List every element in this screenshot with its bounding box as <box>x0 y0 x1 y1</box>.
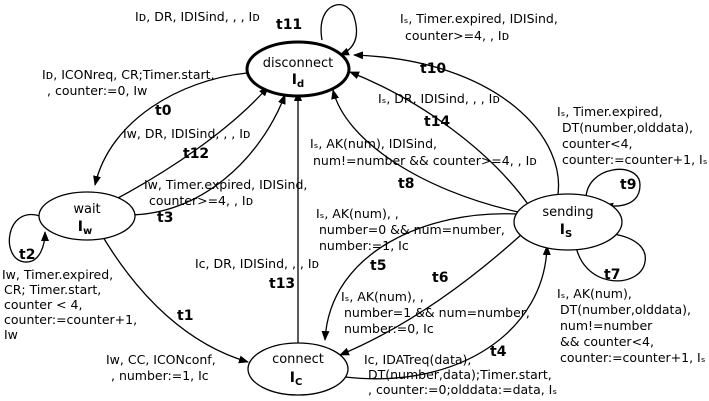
t4-label: Iᴄ, IDATreq(data),DT(number,data);Timer.… <box>364 352 557 397</box>
t7-label-line: DT(number,olddata), <box>560 302 691 317</box>
t7-label-line: num!=number <box>560 318 653 333</box>
t14-label-line: Iₛ, DR, IDISind, , , Iᴅ <box>378 91 500 106</box>
edge-t6 <box>339 233 523 356</box>
t7-label-line: Iₛ, AK(num), <box>557 286 632 301</box>
t9-label: Iₛ, Timer.expired,DT(number,olddata),cou… <box>557 104 707 167</box>
t2-label-line: counter:=counter+1, <box>4 312 137 327</box>
state-name: disconnect <box>263 56 333 71</box>
state-symbol: IC <box>290 370 303 388</box>
t9-label-line: DT(number,olddata), <box>562 120 693 135</box>
t10-id: t10 <box>420 61 446 77</box>
t8-label-line: Iₛ, AK(num), IDISind, <box>310 136 437 151</box>
t11-label: Iᴅ, DR, IDISind, , , Iᴅ <box>135 9 260 24</box>
t4-label-line: DT(number,data);Timer.start, <box>368 367 552 382</box>
t1-label-line: Iᴡ, CC, ICONconf, <box>106 352 216 367</box>
t6-label: Iₛ, AK(num), ,number=1 && num=number,num… <box>341 289 530 336</box>
edge-t9 <box>585 168 641 211</box>
edge-t4 <box>344 245 551 380</box>
t0-id: t0 <box>155 103 172 119</box>
t0-label-line: Iᴅ, ICONreq, CR;Timer.start, <box>42 67 215 82</box>
t8-id: t8 <box>398 176 414 192</box>
edge-t0 <box>93 72 248 186</box>
t12-label-line: Iᴡ, DR, IDISind, , , Iᴅ <box>123 126 250 141</box>
t2-label: Iᴡ, Timer.expired,CR; Timer.start,counte… <box>2 267 137 342</box>
t2-label-line: counter < 4, <box>4 297 82 312</box>
state-name: sending <box>542 205 593 220</box>
t14-id: t14 <box>424 114 450 130</box>
t4-id: t4 <box>490 344 507 360</box>
t9-id: t9 <box>620 177 636 193</box>
edge-t12 <box>117 86 269 199</box>
state-disconnect: disconnect Id <box>245 40 351 98</box>
t12-id: t12 <box>183 146 209 162</box>
t8-label: Iₛ, AK(num), IDISind, num!=number && coun… <box>310 136 537 168</box>
t6-label-line: number=1 && num=number, <box>344 305 530 320</box>
t5-label-line: number=0 && num=number, <box>319 222 505 237</box>
t3-label: Iᴡ, Timer.expired, IDISind,counter>=4, ,… <box>144 177 307 208</box>
t0-label: Iᴅ, ICONreq, CR;Timer.start,, counter:=0… <box>42 67 215 98</box>
t2-label-line: Iᴡ <box>4 327 18 342</box>
t7-label-line: counter:=counter+1, Iₛ <box>560 350 705 365</box>
t1-label: Iᴡ, CC, ICONconf,, number:=1, Iᴄ <box>106 352 216 383</box>
state-name: connect <box>272 352 324 367</box>
edge-t3 <box>127 94 286 216</box>
t11-label-line: Iᴅ, DR, IDISind, , , Iᴅ <box>135 9 260 24</box>
state-symbol: IS <box>560 222 572 240</box>
t3-id: t3 <box>157 210 173 226</box>
state-connect: connect IC <box>247 342 349 396</box>
t10-label-line: counter>=4, , Iᴅ <box>405 28 509 43</box>
t9-label-line: counter<4, <box>562 136 633 151</box>
t7-label-line: && counter<4, <box>560 334 654 349</box>
edge-t14 <box>349 71 531 208</box>
t2-label-line: CR; Timer.start, <box>4 282 101 297</box>
t12-label: Iᴡ, DR, IDISind, , , Iᴅ <box>123 126 250 141</box>
transition-ids: t11 t10 t14 t8 t0 t12 t3 t2 t1 t13 t5 t6… <box>19 17 636 360</box>
t4-label-line: Iᴄ, IDATreq(data), <box>364 352 471 367</box>
transition-labels: Iᴅ, DR, IDISind, , , Iᴅ Iₛ, Timer.expire… <box>2 9 707 397</box>
state-sending: sending IS <box>513 193 623 251</box>
t9-label-line: Iₛ, Timer.expired, <box>557 104 663 119</box>
state-symbol: Iw <box>78 219 92 237</box>
t13-label-line: Iᴄ, DR, IDISind, , , Iᴅ <box>195 256 319 271</box>
t7-label: Iₛ, AK(num),DT(number,olddata),num!=numb… <box>557 286 705 365</box>
edge-t2 <box>8 213 49 263</box>
t9-label-line: counter:=counter+1, Iₛ <box>562 152 707 167</box>
t6-label-line: number:=0, Iᴄ <box>344 321 434 336</box>
state-name: wait <box>73 202 100 217</box>
t3-label-line: counter>=4, , Iᴅ <box>149 193 253 208</box>
t14-label: Iₛ, DR, IDISind, , , Iᴅ <box>378 91 500 106</box>
t5-id: t5 <box>370 258 386 274</box>
edge-t11 <box>320 4 358 56</box>
edge-t7 <box>574 229 646 282</box>
t6-label-line: Iₛ, AK(num), , <box>341 289 424 304</box>
t8-label-line: num!=number && counter>=4, , Iᴅ <box>313 153 537 168</box>
state-symbol: Id <box>292 72 304 90</box>
t1-id: t1 <box>177 308 193 324</box>
t0-label-line: , counter:=0, Iᴡ <box>47 83 147 98</box>
state-wait: wait Iw <box>38 191 136 241</box>
t5-label-line: Iₛ, AK(num), , <box>316 206 399 221</box>
edge-t5 <box>321 213 517 341</box>
t7-id: t7 <box>604 267 620 283</box>
t5-label-line: number:=1, Iᴄ <box>319 238 409 253</box>
t10-label-line: Iₛ, Timer.expired, IDISind, <box>400 11 558 26</box>
edge-t8 <box>331 89 519 213</box>
t6-id: t6 <box>432 270 448 286</box>
t2-label-line: Iᴡ, Timer.expired, <box>2 267 113 282</box>
edge-t1 <box>99 231 249 364</box>
t2-id: t2 <box>19 247 35 263</box>
t3-label-line: Iᴡ, Timer.expired, IDISind, <box>144 177 307 192</box>
edges <box>8 4 646 380</box>
t13-id: t13 <box>269 276 295 292</box>
t5-label: Iₛ, AK(num), ,number=0 && num=number,num… <box>316 206 505 253</box>
t13-label: Iᴄ, DR, IDISind, , , Iᴅ <box>195 256 319 271</box>
t11-id: t11 <box>276 17 302 33</box>
t10-label: Iₛ, Timer.expired, IDISind, counter>=4, ,… <box>400 11 558 43</box>
edge-t10 <box>353 51 560 201</box>
t4-label-line: , counter:=0;olddata:=data, Iₛ <box>368 382 557 397</box>
t1-label-line: , number:=1, Iᴄ <box>111 368 209 383</box>
